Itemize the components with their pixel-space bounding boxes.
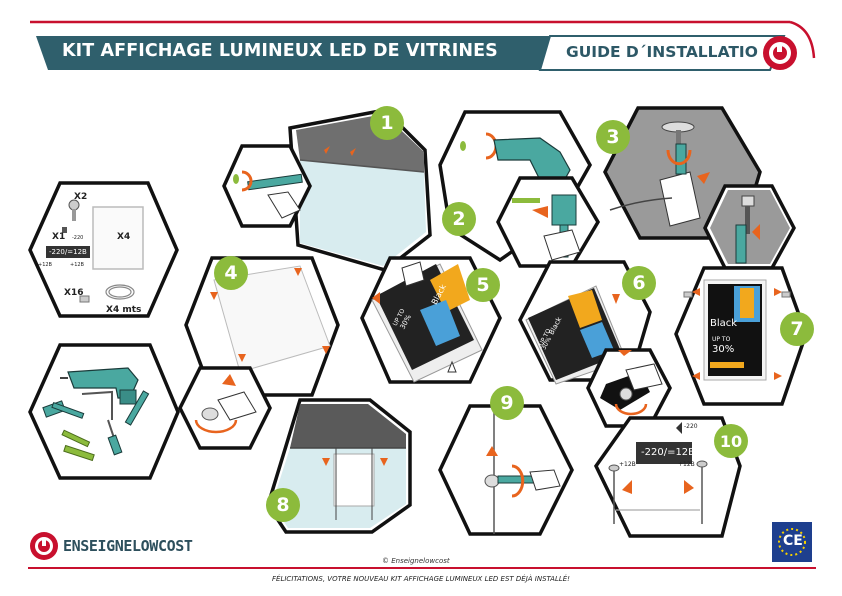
step-6-illustration <box>518 260 672 428</box>
kit-transformer-label: -220/=12B <box>46 246 90 258</box>
step-number-2: 2 <box>442 202 476 236</box>
kit-x2-label: X2 <box>74 192 88 202</box>
step10-minus220-label: -220 <box>684 423 698 430</box>
step-number-8: 8 <box>266 488 300 522</box>
step10-plus12-left: +12B <box>619 461 636 468</box>
step7-poster-upto: UP TO <box>712 336 731 343</box>
kit-x4-label: X4 <box>117 232 131 242</box>
copyright-text: © Enseignelowcost <box>382 557 450 565</box>
ce-mark-text: CE <box>783 533 803 549</box>
kit-x4mts-label: X4 mts <box>106 305 142 315</box>
step-number-9: 9 <box>490 386 524 420</box>
guide-banner <box>538 35 786 71</box>
step-7-illustration <box>674 266 808 406</box>
tools-hexagon <box>28 343 180 480</box>
step-number-7: 7 <box>780 312 814 346</box>
step-3-illustration <box>603 106 796 270</box>
step-number-1: 1 <box>370 106 404 140</box>
kit-plus12-right: +12B <box>70 262 84 268</box>
step-number-3: 3 <box>596 120 630 154</box>
kit-x1-label: X1 <box>52 232 66 242</box>
step-5-illustration <box>360 256 502 384</box>
document-title: KIT AFFICHAGE LUMINEUX LED DE VITRINES <box>62 41 498 61</box>
step-4-illustration <box>178 256 340 450</box>
ce-eu-badge <box>772 522 812 562</box>
step-number-5: 5 <box>466 268 500 302</box>
step-2-illustration <box>438 110 601 268</box>
step-number-10: 10 <box>714 424 748 458</box>
brand-name: ENSEIGNELOWCOST <box>63 537 193 555</box>
step-8-illustration <box>266 398 412 534</box>
step7-poster-black: Black <box>710 318 738 329</box>
step-number-4: 4 <box>214 256 248 290</box>
step10-transformer-label: -220/=12B <box>641 447 696 458</box>
header-logo-icon <box>763 36 797 70</box>
guide-title: GUIDE D´INSTALLATIO <box>566 43 758 61</box>
brand-logo-icon <box>30 532 58 560</box>
header-banner <box>36 36 555 70</box>
step7-poster-percent: 30% <box>712 344 735 355</box>
kit-minus220-label: -220 <box>72 235 84 241</box>
kit-plus12-left: +12B <box>38 262 52 268</box>
top-rule-curve <box>789 20 816 59</box>
step-number-6: 6 <box>622 266 656 300</box>
kit-x16-label: X16 <box>64 288 84 298</box>
step10-plus12-right: +12B <box>678 461 695 468</box>
step-10-illustration <box>593 416 742 538</box>
footer-congrats: FÉLICITATIONS, VOTRE NOUVEAU KIT AFFICHA… <box>272 575 570 583</box>
kit-contents-hexagon <box>28 181 179 318</box>
step-9-illustration <box>438 404 574 536</box>
